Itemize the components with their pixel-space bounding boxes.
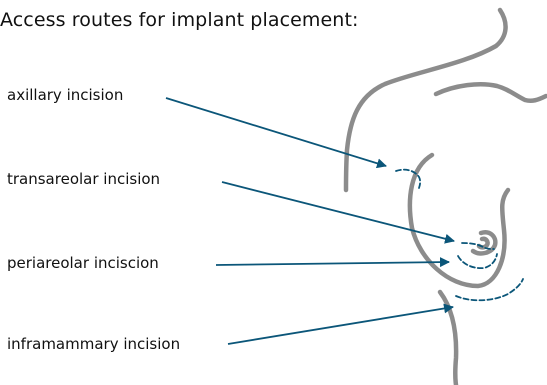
body-outline — [346, 10, 546, 385]
shoulder-outline — [346, 10, 506, 190]
arm-outline — [436, 84, 546, 101]
arrow-axillary — [166, 98, 386, 166]
areola — [473, 232, 495, 253]
periareolar-incision-mark — [458, 254, 497, 268]
arrow-inframammary — [228, 307, 453, 344]
arrow-transareolar — [222, 182, 454, 241]
areola-outer-ring — [473, 232, 495, 253]
arrow-periareolar — [216, 262, 449, 265]
torso-outline — [440, 292, 456, 385]
breast-outline — [410, 155, 508, 286]
